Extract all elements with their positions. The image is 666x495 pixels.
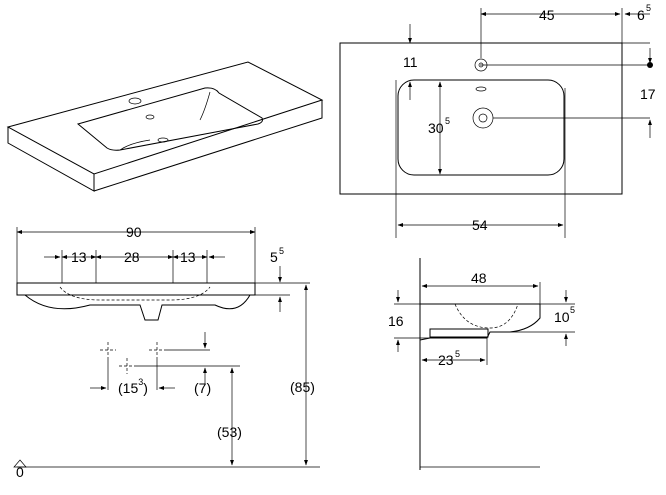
top-view [339, 8, 653, 238]
dim-17: 17 [640, 86, 656, 102]
dim-16: 16 [388, 313, 404, 329]
dim-5-5: 5 [270, 249, 278, 265]
front-top-slab [16, 282, 256, 296]
dim-85: (85) [290, 379, 315, 395]
floor-zero-label: 0 [16, 464, 24, 480]
dim-11: 11 [403, 54, 418, 70]
dim-28: 28 [124, 249, 140, 265]
pipe-marker-left [100, 342, 165, 374]
floor-marker [13, 459, 27, 468]
dim-13-right: 13 [180, 249, 196, 265]
svg-text:5: 5 [570, 305, 575, 315]
drain-hole-top [472, 107, 494, 129]
dim-10-5: 10 [554, 309, 570, 325]
tap-hole [128, 97, 142, 105]
dim-48: 48 [471, 270, 487, 286]
svg-text:5: 5 [646, 3, 651, 13]
front-view [13, 227, 320, 468]
overflow-hole [145, 114, 155, 120]
isometric-basin-view [6, 61, 324, 192]
dim-15-3: (153) [118, 377, 148, 396]
dim-13-left: 13 [71, 249, 87, 265]
dim-54: 54 [472, 217, 488, 233]
drain-hole [157, 137, 169, 143]
svg-text:5: 5 [455, 349, 460, 359]
dim-30-5: 30 [428, 120, 444, 136]
dim-90: 90 [126, 224, 142, 240]
bowl-outline [397, 79, 565, 176]
dim-7: (7) [194, 380, 211, 396]
svg-text:5: 5 [279, 246, 284, 256]
dim-23-5: 23 [438, 352, 454, 368]
svg-text:5: 5 [445, 116, 450, 126]
top-view-outline [339, 42, 623, 195]
side-view [394, 258, 575, 470]
dim-53: (53) [217, 424, 242, 440]
dim-6-5: 6 [637, 7, 645, 23]
dim-45: 45 [539, 7, 555, 23]
